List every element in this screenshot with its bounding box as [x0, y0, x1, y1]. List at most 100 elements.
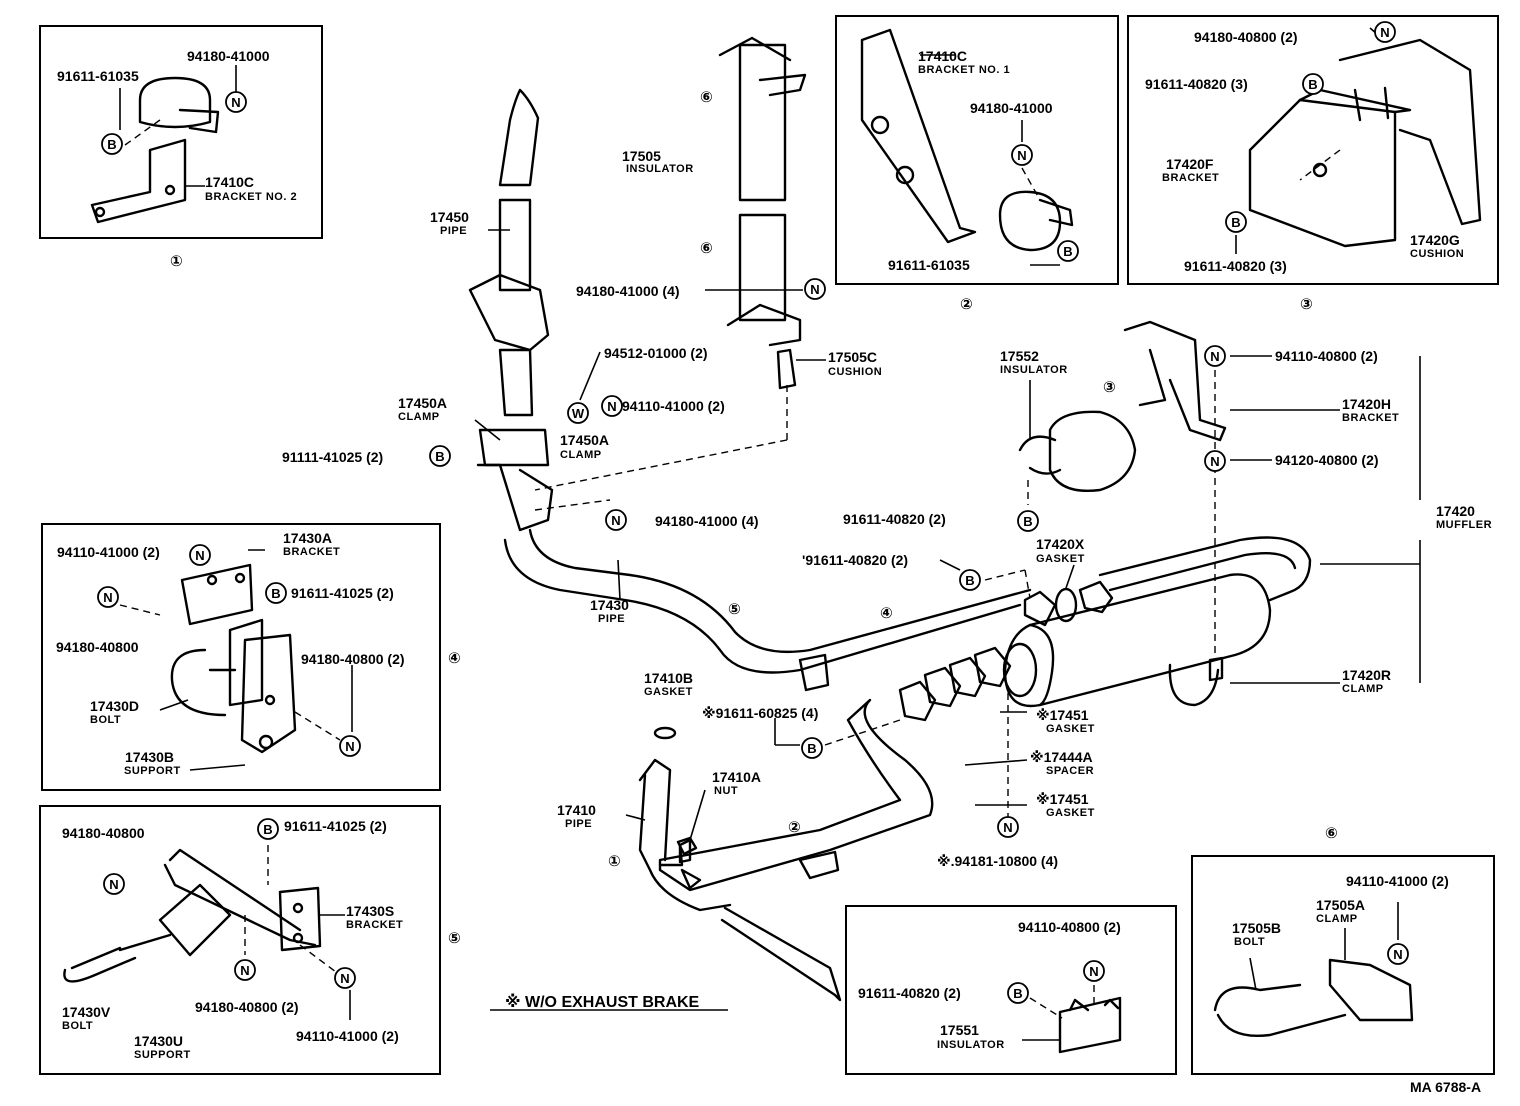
part-name: GASKET	[1036, 553, 1085, 565]
part-name: INSULATOR	[937, 1039, 1005, 1051]
svg-text:N: N	[607, 399, 616, 414]
bolt-symbol: B	[429, 445, 451, 467]
bolt-symbol: B	[101, 133, 123, 155]
part-name: BRACKET	[1342, 412, 1399, 424]
part-number: ※17451	[1036, 707, 1089, 723]
inset-number-5: ⑤	[448, 930, 461, 947]
callout-4: ④	[880, 605, 893, 622]
bolt-symbol: B	[1007, 982, 1029, 1004]
inset-3	[1127, 15, 1499, 285]
part-number: 17410B	[644, 670, 693, 686]
part-name: INSULATOR	[626, 163, 694, 175]
nut-symbol: N	[234, 959, 256, 981]
callout-5: ⑤	[728, 601, 741, 618]
bolt-symbol: B	[801, 737, 823, 759]
part-name: BOLT	[1234, 936, 1265, 948]
part-name: GASKET	[644, 686, 693, 698]
bolt-symbol: B	[1225, 211, 1247, 233]
svg-text:N: N	[1380, 25, 1389, 40]
fastener-label: 91611-40820 (2)	[843, 511, 946, 527]
part-name: PIPE	[440, 225, 467, 237]
inset-2	[835, 15, 1119, 285]
part-name: BOLT	[62, 1020, 93, 1032]
part-name: BRACKET	[346, 919, 403, 931]
fastener-label: 91611-61035	[888, 257, 970, 273]
nut-symbol: N	[339, 735, 361, 757]
part-name: CLAMP	[560, 449, 602, 461]
part-number: ※17451	[1036, 791, 1089, 807]
part-number: 17505C	[828, 349, 877, 365]
fastener-label: 94110-41000 (2)	[57, 544, 160, 560]
part-number: 17430U	[134, 1033, 183, 1049]
bolt-symbol: B	[1017, 510, 1039, 532]
svg-text:N: N	[345, 739, 354, 754]
fastener-label: 91111-41025 (2)	[282, 449, 383, 465]
part-number: 17505B	[1232, 920, 1281, 936]
part-name: CLAMP	[1342, 683, 1384, 695]
nut-symbol: N	[1083, 960, 1105, 982]
fastener-label: 94110-41000 (2)	[622, 398, 725, 414]
bolt-symbol: B	[1057, 240, 1079, 262]
main-assembly	[468, 36, 1421, 1011]
part-name: SUPPORT	[124, 765, 181, 777]
svg-text:B: B	[1308, 77, 1317, 92]
fastener-label: 91611-41025 (2)	[284, 818, 387, 834]
svg-text:N: N	[1210, 349, 1219, 364]
part-number: 17430	[590, 597, 629, 613]
svg-text:N: N	[1003, 820, 1012, 835]
callout-1: ①	[608, 853, 621, 870]
footnote: ※ W/O EXHAUST BRAKE	[505, 993, 700, 1011]
inset-number-3: ③	[1300, 296, 1313, 313]
inset-number-6: ⑥	[1325, 825, 1338, 842]
part-number: 17430V	[62, 1004, 111, 1020]
fastener-label: 94180-40800	[56, 639, 139, 655]
part-name: BRACKET	[1162, 172, 1219, 184]
part-number: 17505	[622, 148, 661, 164]
nut-symbol: N	[1011, 144, 1033, 166]
svg-text:N: N	[810, 282, 819, 297]
part-number: 17410	[557, 802, 596, 818]
part-number: 17430D	[90, 698, 139, 714]
svg-text:B: B	[271, 586, 280, 601]
fastener-label: 94110-40800 (2)	[1018, 919, 1121, 935]
washer-symbol: W	[567, 402, 589, 424]
part-number: 17420	[1436, 503, 1475, 519]
nut-symbol: N	[1204, 450, 1226, 472]
callout-6a: ⑥	[700, 89, 713, 106]
inset-5	[39, 805, 441, 1075]
part-number: 17551	[940, 1022, 979, 1038]
svg-text:N: N	[103, 590, 112, 605]
inset-number-1: ①	[170, 253, 183, 270]
nut-symbol: N	[97, 586, 119, 608]
fastener-label: 94180-40800 (2)	[195, 999, 299, 1015]
part-number: 17505A	[1316, 897, 1365, 913]
part-number: 17450A	[398, 395, 447, 411]
svg-text:B: B	[1231, 215, 1240, 230]
part-name: CUSHION	[828, 366, 882, 378]
part-number: 17410A	[712, 769, 761, 785]
svg-text:B: B	[965, 573, 974, 588]
part-name: PIPE	[598, 613, 625, 625]
bolt-symbol: B	[1302, 73, 1324, 95]
nut-symbol: N	[103, 873, 125, 895]
part-number: 17450	[430, 209, 469, 225]
nut-symbol: N	[1204, 345, 1226, 367]
part-name: PIPE	[565, 818, 592, 830]
svg-text:B: B	[1023, 514, 1032, 529]
svg-text:B: B	[263, 822, 272, 837]
part-number: 17410C	[205, 174, 254, 190]
fastener-label: 94180-40800 (2)	[301, 651, 405, 667]
svg-text:N: N	[195, 548, 204, 563]
inset-l	[845, 905, 1177, 1075]
nut-symbol: N	[334, 967, 356, 989]
part-number: 17450A	[560, 432, 609, 448]
nut-symbol: N	[1387, 943, 1409, 965]
part-number: 17420G	[1410, 232, 1460, 248]
nut-symbol: N	[804, 278, 826, 300]
svg-text:N: N	[1089, 964, 1098, 979]
fastener-label: 91611-40820 (2)	[858, 985, 961, 1001]
fastener-label: 94120-40800 (2)	[1275, 452, 1379, 468]
fastener-label: 94180-41000	[187, 48, 270, 64]
